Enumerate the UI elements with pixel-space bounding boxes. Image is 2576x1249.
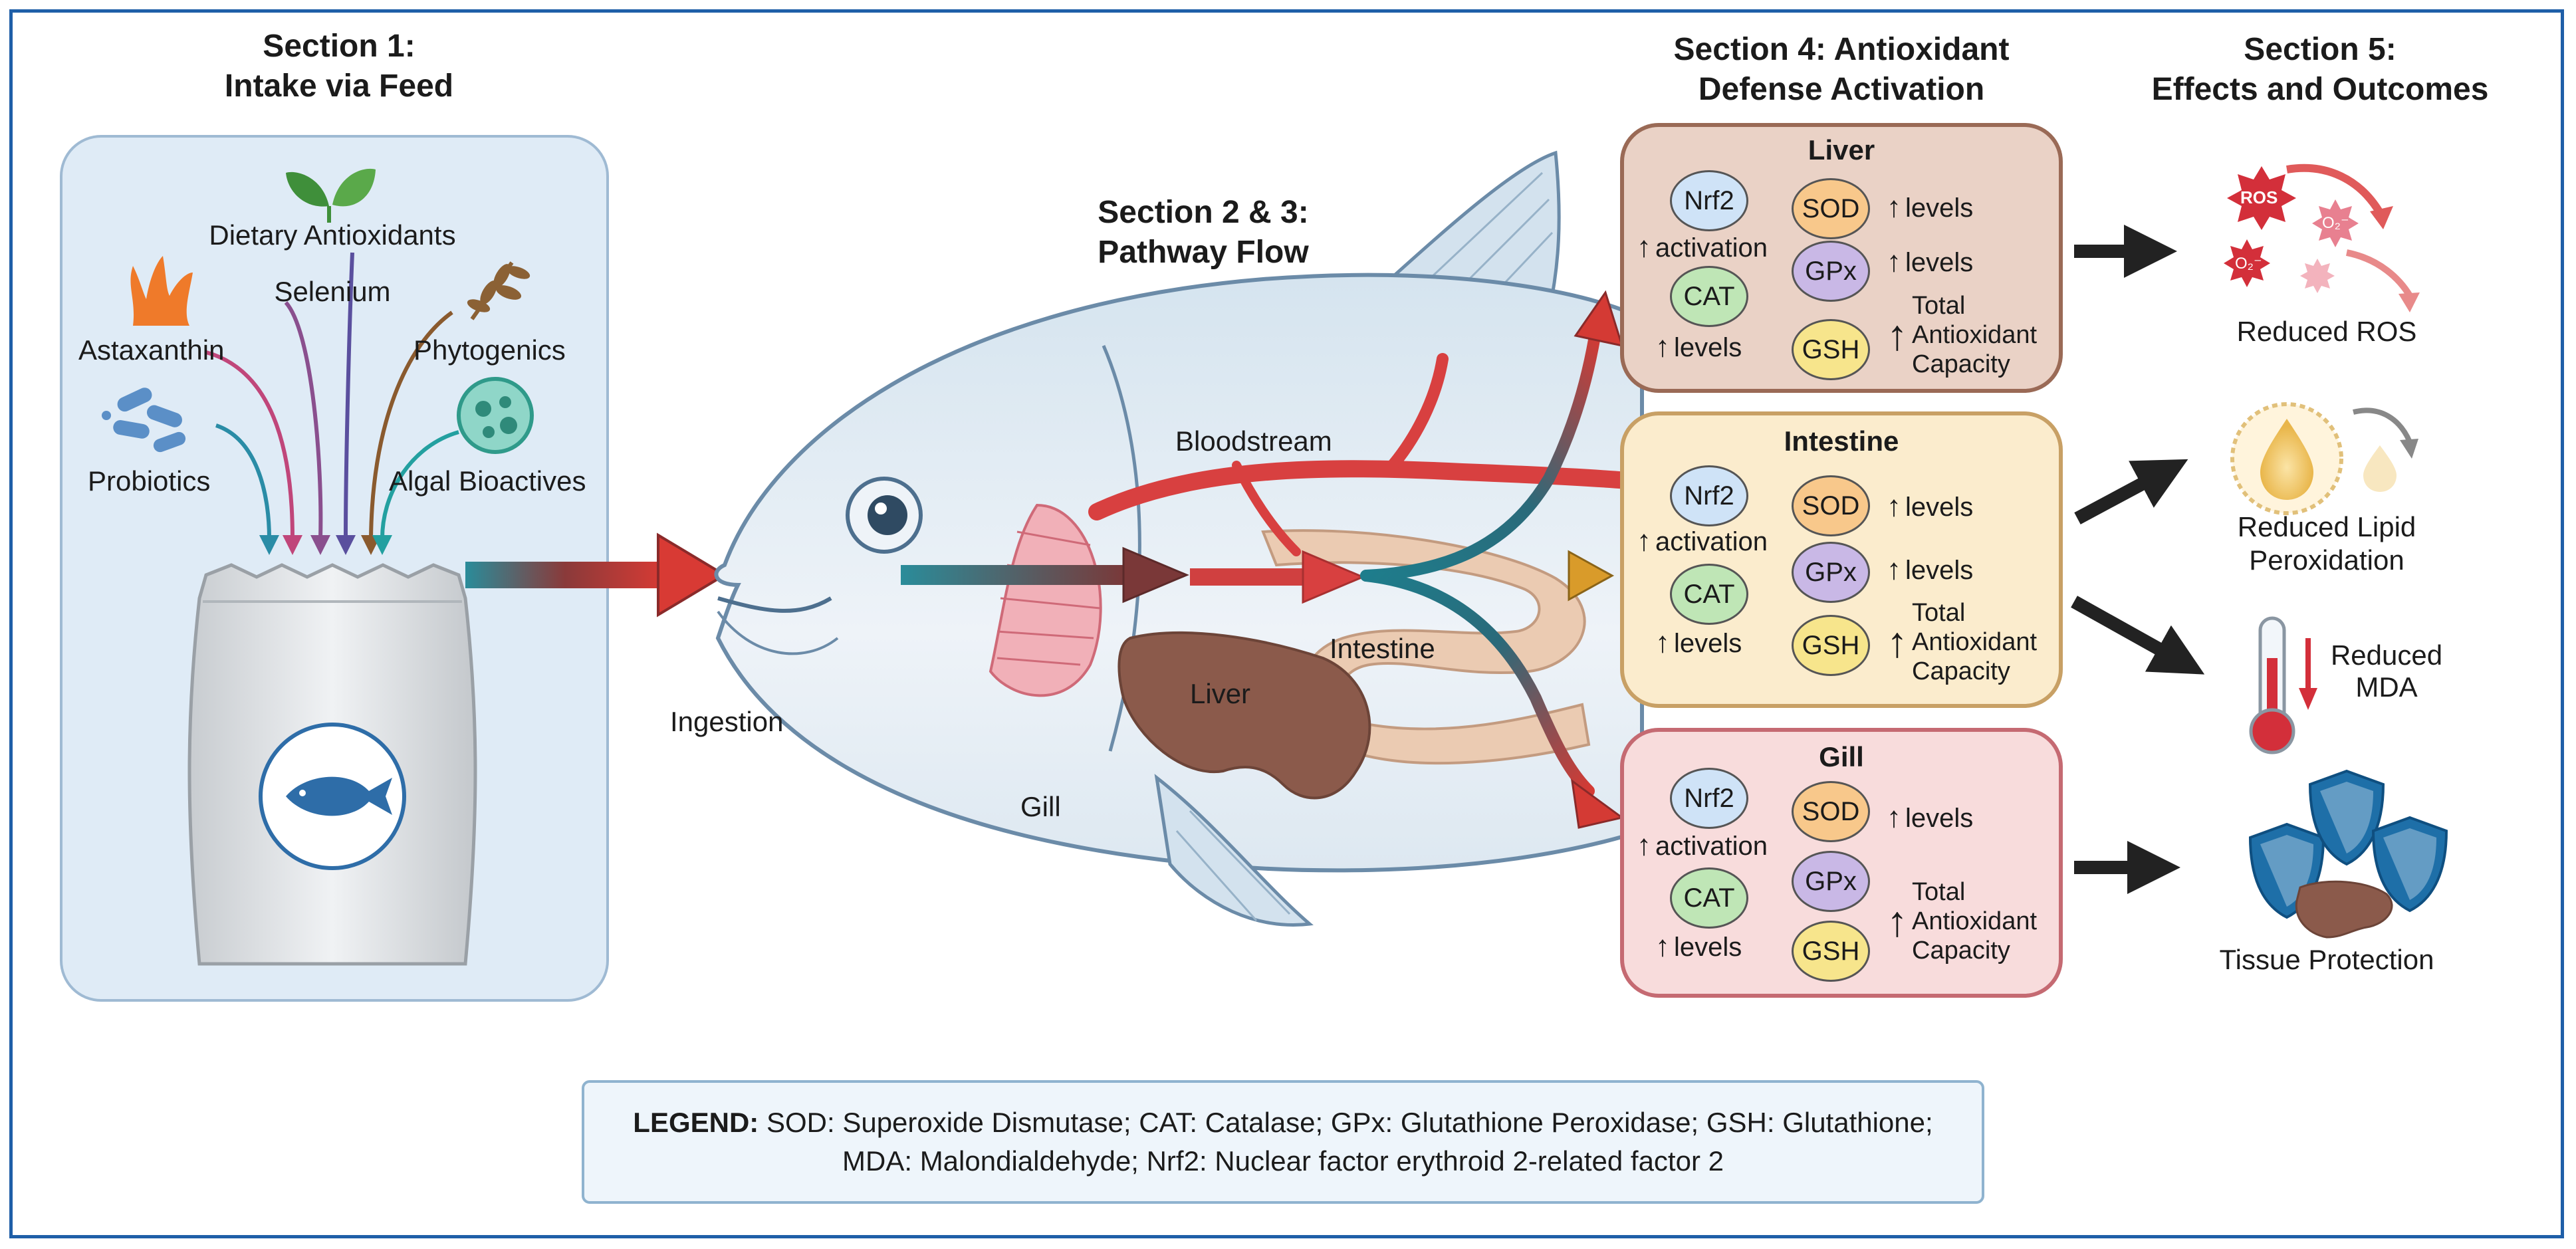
ingredient-arrows xyxy=(205,252,459,539)
algae-cell-icon xyxy=(457,377,534,454)
section23-title: Section 2 & 3:Pathway Flow xyxy=(1098,195,1309,270)
liver-nrf2-note: ↑activation xyxy=(1637,231,1768,263)
superoxide-label-1: O₂⁻ xyxy=(2322,214,2349,232)
feed-bag-icon xyxy=(187,563,477,966)
liver-gsh-marker: GSH xyxy=(1792,319,1870,380)
fish-icon xyxy=(286,776,392,816)
label-intestine: Intestine xyxy=(1330,633,1435,664)
gill-sod-marker: SOD xyxy=(1792,781,1870,842)
gill-gpx-marker: GPx xyxy=(1792,851,1870,912)
label-astaxanthin: Astaxanthin xyxy=(78,334,225,366)
ros-icon xyxy=(2224,164,2420,312)
section5-title: Section 5:Effects and Outcomes xyxy=(2151,32,2489,107)
small-liver-icon xyxy=(2295,880,2393,939)
outcome-tissue-protection: Tissue Protection xyxy=(2219,944,2434,975)
liver-box-title: Liver xyxy=(1808,134,1875,166)
liver-gpx-marker: GPx xyxy=(1792,241,1870,302)
liver-tac-note: ↑ Total Antioxidant Capacity xyxy=(1887,292,2038,378)
label-probiotics: Probiotics xyxy=(88,465,211,497)
arrowhead-gill xyxy=(1571,778,1625,829)
intestine-gpx-marker: GPx xyxy=(1792,542,1870,603)
intestine-cat-marker: CAT xyxy=(1670,564,1748,625)
liver-sod-note: ↑levels xyxy=(1887,191,1974,223)
gill-gsh-marker: GSH xyxy=(1792,921,1870,982)
liver-sod-marker: SOD xyxy=(1792,178,1870,239)
gill-cat-note: ↑levels xyxy=(1655,930,1742,963)
intestine-nrf2-note: ↑activation xyxy=(1637,524,1768,557)
intestine-sod-note: ↑levels xyxy=(1887,490,1974,522)
liver-organ xyxy=(1117,631,1371,800)
legend-line-2: MDA: Malondialdehyde; Nrf2: Nuclear fact… xyxy=(842,1145,1724,1177)
gill-nrf2-marker: Nrf2 xyxy=(1670,768,1748,829)
arrowhead-liver xyxy=(1574,290,1624,348)
thermometer-icon xyxy=(2249,616,2295,754)
feed-to-fish-arrow xyxy=(465,532,727,618)
intestine-organ xyxy=(1261,529,1591,765)
liver-gpx-note: ↑levels xyxy=(1887,245,1974,278)
liver-cat-marker: CAT xyxy=(1670,266,1748,327)
shield-icons xyxy=(2248,769,2448,919)
label-dietary-antioxidants: Dietary Antioxidants xyxy=(209,219,456,251)
arrowhead-intestine xyxy=(1568,550,1615,602)
fish-eye xyxy=(846,477,923,554)
legend-title: LEGEND: xyxy=(633,1107,759,1138)
label-phytogenics: Phytogenics xyxy=(413,334,566,366)
intestine-nrf2-marker: Nrf2 xyxy=(1670,465,1748,526)
branching-arrows xyxy=(1360,326,1601,797)
intestine-gsh-marker: GSH xyxy=(1792,615,1870,676)
intestine-tac-note: ↑ Total Antioxidant Capacity xyxy=(1887,599,2038,685)
outcome-arrows xyxy=(2071,225,2205,894)
legend-box: LEGEND: SOD: Superoxide Dismutase; CAT: … xyxy=(582,1080,1984,1204)
ingredient-arrowheads xyxy=(259,535,392,555)
lipid-droplet-icon xyxy=(2230,402,2418,515)
bacteria-icon xyxy=(102,388,186,453)
figure-frame xyxy=(9,9,2564,1238)
gill-tac-note: ↑ Total Antioxidant Capacity xyxy=(1887,878,2038,965)
branch-icon xyxy=(467,261,530,320)
gill-cat-marker: CAT xyxy=(1670,867,1748,929)
gill-nrf2-note: ↑activation xyxy=(1637,829,1768,861)
gill-box-title: Gill xyxy=(1819,741,1864,772)
intestine-sod-marker: SOD xyxy=(1792,475,1870,536)
outcome-reduced-ros: Reduced ROS xyxy=(2236,316,2417,347)
gill-sod-note: ↑levels xyxy=(1887,801,1974,834)
label-selenium: Selenium xyxy=(274,276,391,307)
mda-down-arrow xyxy=(2299,638,2317,710)
liver-nrf2-marker: Nrf2 xyxy=(1670,170,1748,231)
liver-cat-note: ↑levels xyxy=(1655,330,1742,363)
label-liver: Liver xyxy=(1190,678,1251,709)
intestine-box-title: Intestine xyxy=(1784,425,1899,457)
legend-line-1: LEGEND: SOD: Superoxide Dismutase; CAT: … xyxy=(633,1107,1933,1138)
label-bloodstream: Bloodstream xyxy=(1175,425,1332,457)
ingestion-pathway-arrows xyxy=(901,546,1365,604)
leaf-icon xyxy=(286,168,376,223)
coral-icon xyxy=(130,256,193,326)
intestine-cat-note: ↑levels xyxy=(1655,626,1742,659)
label-ingestion: Ingestion xyxy=(670,706,784,737)
intestine-gpx-note: ↑levels xyxy=(1887,553,1974,586)
label-algal-bioactives: Algal Bioactives xyxy=(389,465,586,497)
section1-title: Section 1:Intake via Feed xyxy=(224,29,454,104)
bloodstream-vessel xyxy=(1088,353,1651,556)
superoxide-label-2: O₂⁻ xyxy=(2235,255,2262,273)
ros-badge-label: ROS xyxy=(2240,187,2278,207)
label-gill: Gill xyxy=(1020,791,1061,822)
